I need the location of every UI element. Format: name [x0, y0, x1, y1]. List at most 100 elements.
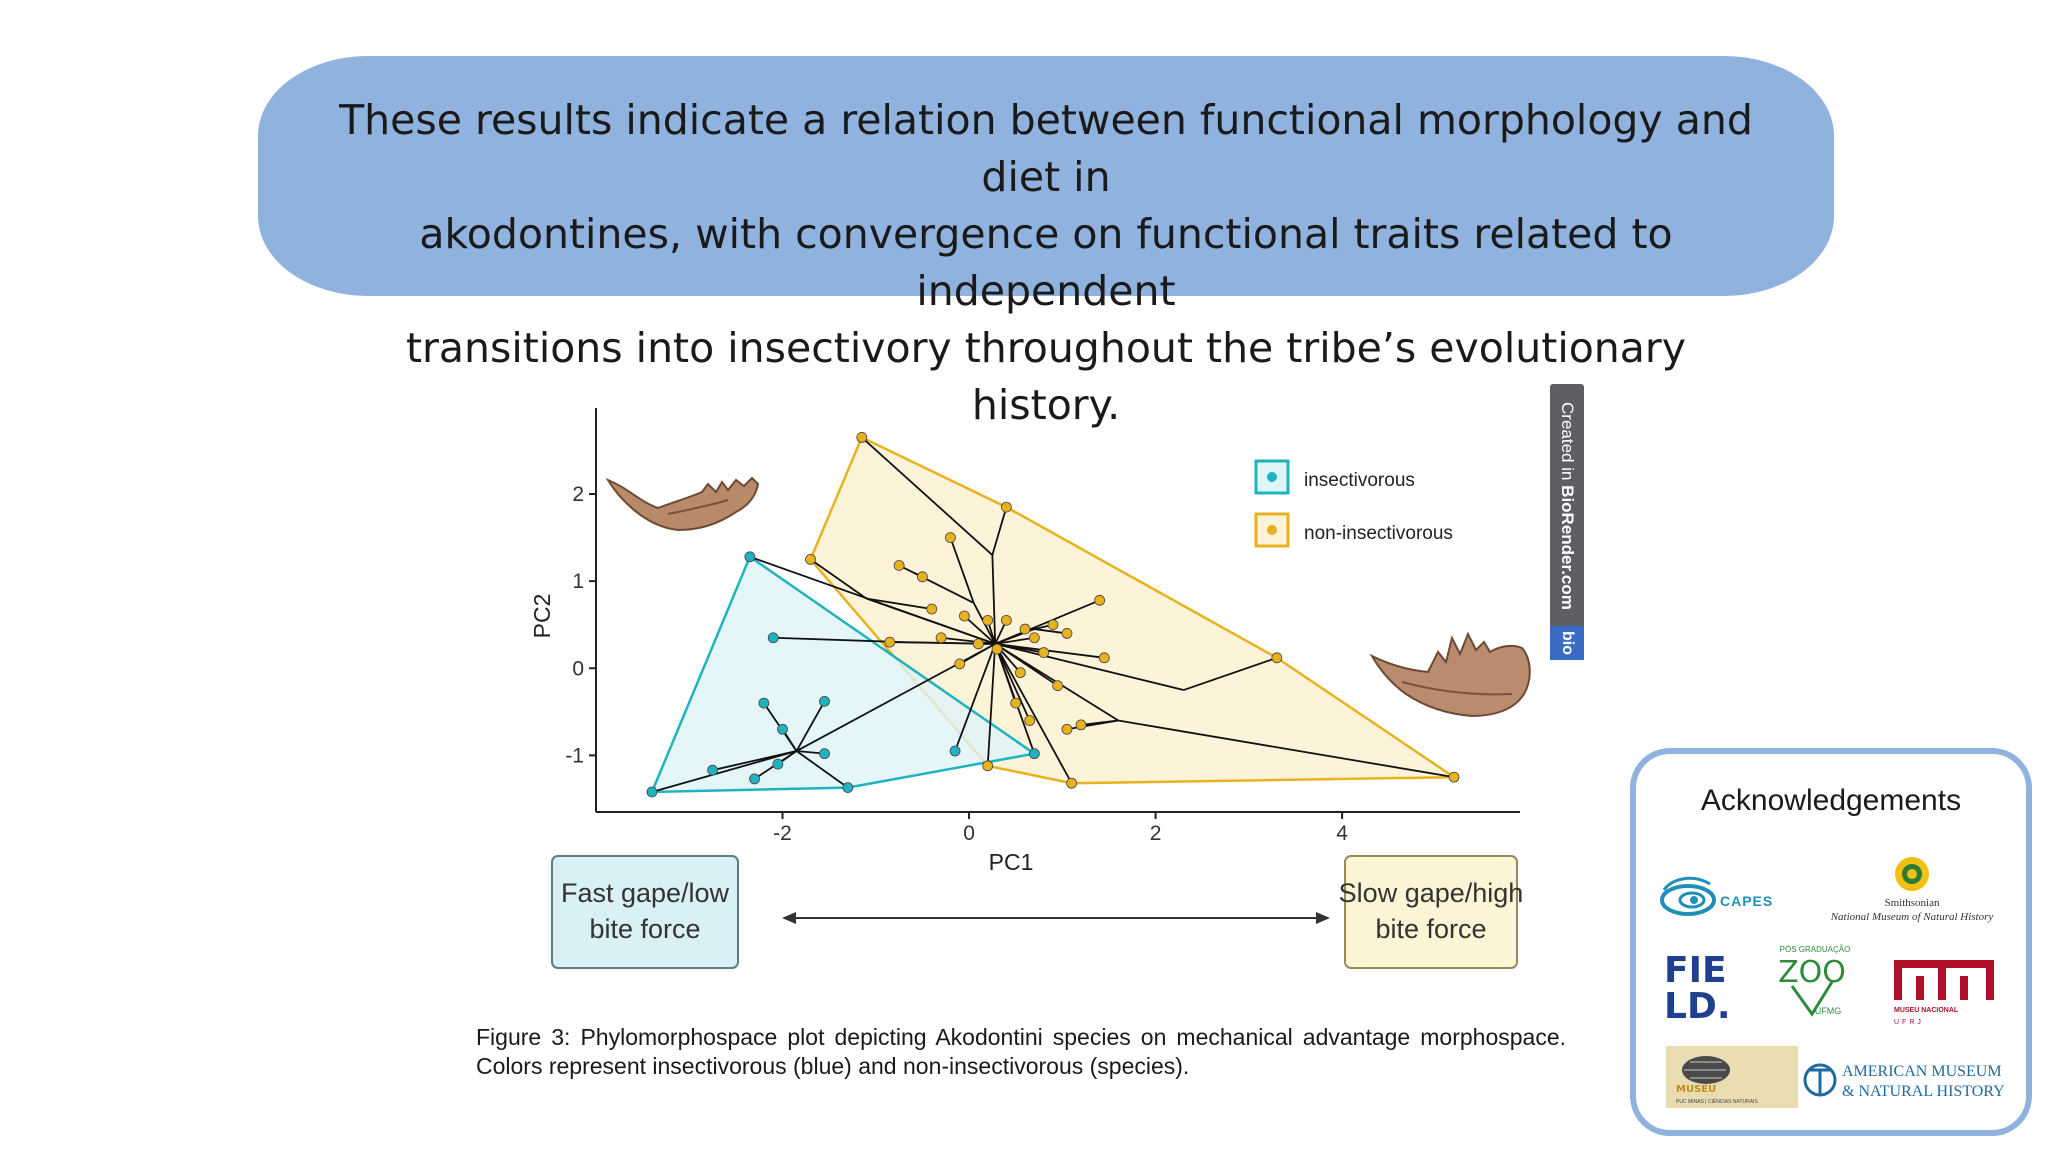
banner-line-2: akodontines, with convergence on functio… — [419, 210, 1673, 315]
smithsonian-subtext: National Museum of Natural History — [1830, 911, 1994, 923]
tree-edge — [994, 643, 1031, 721]
point-non-insectivorous — [1028, 632, 1040, 644]
tree-edge — [809, 558, 867, 600]
point-insectivorous — [744, 551, 756, 563]
tree-edge — [994, 643, 1073, 784]
legend-key-insectivorous — [1254, 459, 1290, 495]
legend-dot-non-insectivorous — [1267, 525, 1277, 535]
point-insectivorous — [646, 786, 658, 798]
point-non-insectivorous — [1010, 697, 1022, 709]
slow-gape-line-1: Slow gape/high — [1339, 878, 1524, 908]
capes-logo: CAPES — [1658, 874, 1788, 924]
point-non-insectivorous — [1000, 501, 1012, 513]
point-insectivorous — [1028, 748, 1040, 760]
tree-edge — [986, 643, 997, 766]
x-axis-label: PC1 — [989, 849, 1034, 875]
tree-edge — [712, 750, 797, 772]
legend-label-insectivorous: insectivorous — [1304, 470, 1415, 491]
point-non-insectivorous — [856, 432, 868, 443]
caption-line-2: Colors represent insectivorous (blue) an… — [476, 1053, 1190, 1079]
species-points — [646, 432, 1460, 798]
tree-edge — [954, 643, 997, 752]
point-non-insectivorous — [991, 643, 1003, 655]
gape-arrow — [782, 912, 1330, 924]
conclusion-banner: These results indicate a relation betwee… — [258, 56, 1834, 429]
caption-line-1: Figure 3: Phylomorphospace plot depictin… — [476, 1024, 1566, 1050]
banner-line-1: These results indicate a relation betwee… — [339, 96, 1753, 201]
museu-nacional-logo: MUSEU NACIONAL UFRJ — [1884, 950, 2004, 1030]
point-non-insectivorous — [1047, 619, 1059, 631]
point-insectivorous — [707, 764, 718, 776]
point-insectivorous — [819, 695, 830, 707]
x-tick-label: 2 — [1150, 822, 1162, 845]
point-insectivorous — [767, 632, 779, 644]
point-non-insectivorous — [945, 532, 956, 544]
point-non-insectivorous — [982, 760, 994, 772]
legend: insectivorous non-insectivorous — [1254, 459, 1453, 548]
jaw-illustration-left — [605, 476, 760, 532]
point-non-insectivorous — [1094, 594, 1106, 606]
point-non-insectivorous — [926, 603, 938, 615]
tree-edge — [861, 436, 993, 556]
annotation-fast-gape: Fast gape/low bite force — [551, 855, 739, 969]
zoo-ufmg-caption: PÓS GRADUAÇÃO — [1780, 945, 1851, 954]
point-non-insectivorous — [982, 614, 994, 626]
point-non-insectivorous — [1448, 771, 1460, 783]
tree-edge — [991, 554, 997, 644]
point-non-insectivorous — [972, 638, 984, 650]
capes-text: CAPES — [1720, 893, 1773, 909]
point-non-insectivorous — [1024, 715, 1036, 726]
figure-caption: Figure 3: Phylomorphospace plot depictin… — [476, 1023, 1566, 1081]
biorender-badge: bio — [1550, 626, 1584, 660]
point-non-insectivorous — [917, 571, 928, 583]
point-insectivorous — [749, 773, 760, 785]
tree-edge — [651, 750, 797, 793]
tree-edge — [1118, 719, 1455, 779]
point-non-insectivorous — [893, 560, 905, 571]
tree-edge — [749, 555, 996, 645]
tree-edge — [994, 643, 1184, 691]
zoo-ufmg-subtext: UFMG — [1815, 1006, 1842, 1016]
point-non-insectivorous — [958, 610, 970, 622]
y-tick-label: 2 — [572, 483, 584, 506]
annotation-slow-gape: Slow gape/high bite force — [1339, 855, 1524, 969]
point-non-insectivorous — [1052, 680, 1064, 692]
x-tick-label: -2 — [773, 822, 792, 845]
point-non-insectivorous — [1014, 667, 1026, 679]
tree-edge — [866, 597, 932, 610]
point-non-insectivorous — [1019, 623, 1031, 635]
point-insectivorous — [819, 748, 830, 760]
legend-dot-insectivorous — [1267, 472, 1277, 482]
legend-label-non-insectivorous: non-insectivorous — [1304, 523, 1453, 544]
amnh-logo: AMERICAN MUSEUM & NATURAL HISTORY — [1802, 1052, 2022, 1108]
field-museum-text-bottom: LD. — [1664, 986, 1731, 1024]
field-museum-text-side: MUSEUM — [1676, 975, 1682, 1002]
point-insectivorous — [758, 697, 770, 709]
tree-edge — [1183, 656, 1278, 691]
amnh-text: AMERICAN MUSEUM — [1842, 1063, 2002, 1080]
point-non-insectivorous — [935, 632, 947, 644]
tree-edge — [995, 636, 1035, 645]
y-tick-label: 0 — [572, 657, 584, 680]
fast-gape-line-2: bite force — [589, 914, 700, 944]
slow-gape-line-2: bite force — [1375, 914, 1486, 944]
point-non-insectivorous — [1061, 723, 1073, 735]
point-insectivorous — [777, 723, 788, 735]
zoo-ufmg-text: ZOO — [1778, 955, 1846, 990]
y-tick-label: -1 — [565, 744, 584, 767]
biorender-brand: BioRender.com — [1558, 485, 1577, 610]
museu-nacional-text: MUSEU NACIONAL — [1894, 1007, 1959, 1014]
smithsonian-text: Smithsonian — [1884, 897, 1940, 909]
point-non-insectivorous — [884, 636, 896, 648]
biorender-watermark: Created in BioRender.com bio — [1550, 384, 1584, 660]
point-non-insectivorous — [1061, 628, 1073, 639]
hull-non-insectivorous — [809, 435, 1459, 785]
fast-gape-line-1: Fast gape/low — [561, 878, 730, 908]
museu-pucminas-subtext: PUC MINAS | CIÊNCIAS NATURAIS — [1676, 1097, 1758, 1105]
museu-pucminas-logo: MUSEU PUC MINAS | CIÊNCIAS NATURAIS — [1666, 1046, 1798, 1108]
point-non-insectivorous — [1038, 647, 1050, 658]
tree-edge — [995, 642, 1105, 659]
